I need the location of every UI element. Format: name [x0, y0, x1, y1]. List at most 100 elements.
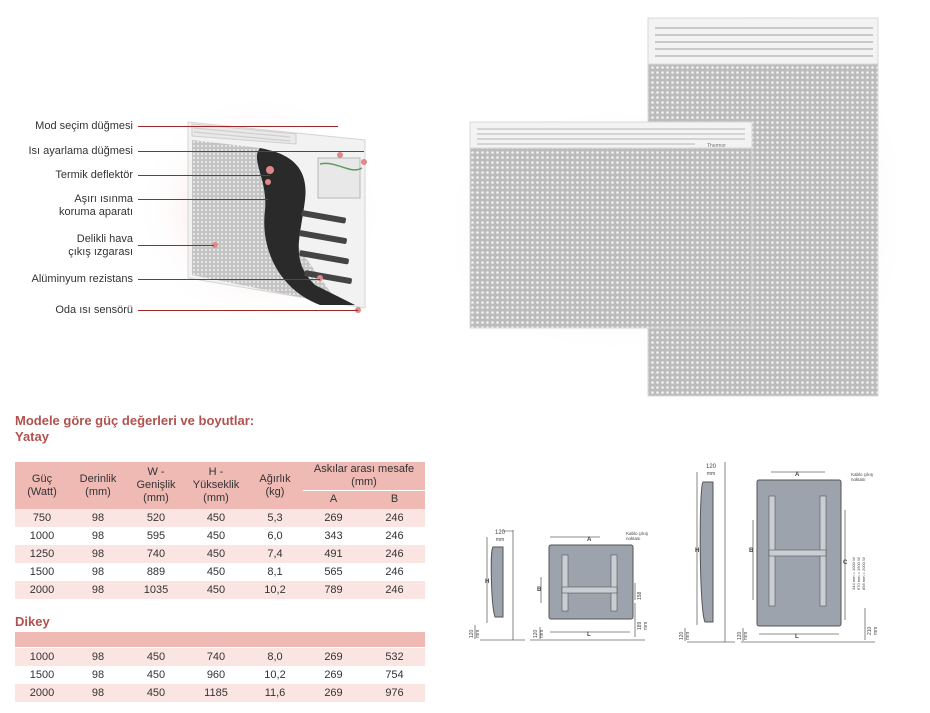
- size-note-1500: 670 mm = 1500 W: [856, 557, 861, 590]
- dim-floor-unit-2: mm: [539, 630, 545, 638]
- size-note-2000: 898 mm = 2000 W: [861, 557, 866, 590]
- col-height: H - Yükseklik (mm): [185, 462, 247, 509]
- dim-l: L: [587, 632, 591, 638]
- col-b: B: [364, 489, 425, 509]
- cell: 98: [69, 527, 127, 545]
- mounting-diagram-vertical: 120 mm H A B C L 120 mm 120 mm 210 mm 44…: [679, 462, 879, 643]
- col-a: A: [303, 489, 364, 509]
- cell: 1000: [15, 648, 69, 666]
- cell: 450: [185, 509, 247, 527]
- dim-floor: 120: [469, 629, 475, 638]
- cell: 98: [69, 563, 127, 581]
- cell: 1035: [127, 581, 185, 599]
- cell: 246: [364, 509, 425, 527]
- heater-cutaway-illustration: [140, 100, 385, 328]
- cell: 754: [364, 666, 425, 684]
- dim-floor-2: 120: [737, 631, 743, 640]
- callout-room-sensor: Oda ısı sensörü: [55, 304, 133, 316]
- col-depth: Derinlik (mm): [69, 462, 127, 509]
- vertical-table-header-bar: [15, 632, 425, 647]
- cell: 450: [185, 581, 247, 599]
- cell: 98: [69, 666, 127, 684]
- product-photo: Thermor: [455, 10, 895, 410]
- section-horizontal: Yatay: [15, 429, 49, 444]
- cell: 1185: [185, 684, 247, 702]
- cell: 8,0: [247, 648, 303, 666]
- dim-depth-unit: mm: [707, 471, 715, 477]
- leader-line: [138, 310, 358, 311]
- callout-air-grille: Delikli hava çıkış ızgarası: [68, 233, 133, 258]
- callout-aluminium-resistance: Alüminyum rezistans: [31, 273, 133, 285]
- cell: 595: [127, 527, 185, 545]
- cell: 246: [364, 563, 425, 581]
- cell: 976: [364, 684, 425, 702]
- cell: 450: [127, 684, 185, 702]
- dim-depth: 120: [706, 464, 717, 470]
- cell: 1500: [15, 563, 69, 581]
- dim-a: A: [795, 472, 800, 478]
- cell: 246: [364, 545, 425, 563]
- dim-c: C: [843, 560, 848, 566]
- cell: 1500: [15, 666, 69, 684]
- dim-gap: 158: [637, 591, 643, 600]
- cell: 491: [303, 545, 364, 563]
- cell: 98: [69, 509, 127, 527]
- cell: 8,1: [247, 563, 303, 581]
- cell: 98: [69, 545, 127, 563]
- cell: 450: [127, 648, 185, 666]
- cell: 98: [69, 684, 127, 702]
- dim-floor-unit-2: mm: [743, 632, 749, 640]
- cell: 520: [127, 509, 185, 527]
- leader-line: [138, 245, 214, 246]
- cell: 11,6: [247, 684, 303, 702]
- cell: 450: [185, 563, 247, 581]
- dim-b: B: [749, 548, 754, 554]
- cell: 2000: [15, 581, 69, 599]
- col-width: W - Genişlik (mm): [127, 462, 185, 509]
- brand-label: Thermor: [707, 143, 726, 149]
- cell: 246: [364, 581, 425, 599]
- dim-floor-unit: mm: [685, 632, 691, 640]
- cell: 1000: [15, 527, 69, 545]
- dim-bottom: 210: [867, 626, 873, 635]
- cell: 532: [364, 648, 425, 666]
- dim-a: A: [587, 537, 592, 543]
- dim-depth: 120: [495, 530, 506, 536]
- dim-floor: 120: [679, 631, 685, 640]
- cell: 269: [303, 684, 364, 702]
- cell: 450: [185, 527, 247, 545]
- cell: 5,3: [247, 509, 303, 527]
- spec-table-horizontal: Güç (Watt) Derinlik (mm) W - Genişlik (m…: [15, 462, 425, 599]
- dim-bottom-unit: mm: [643, 622, 649, 630]
- cell: 6,0: [247, 527, 303, 545]
- dim-l: L: [795, 634, 799, 640]
- cell: 450: [185, 545, 247, 563]
- dim-b: B: [537, 587, 542, 593]
- cell: 1250: [15, 545, 69, 563]
- cell: 740: [185, 648, 247, 666]
- col-power: Güç (Watt): [15, 462, 69, 509]
- size-note-1000: 444 mm = 1000 W: [851, 557, 856, 590]
- cell: 740: [127, 545, 185, 563]
- col-spacing: Askılar arası mesafe (mm): [303, 462, 425, 490]
- cell: 960: [185, 666, 247, 684]
- dim-depth-unit: mm: [496, 537, 504, 543]
- leader-line: [138, 126, 338, 127]
- cell: 98: [69, 581, 127, 599]
- cell: 450: [127, 666, 185, 684]
- dim-floor-2: 120: [533, 629, 539, 638]
- callout-thermal-deflector: Termik deflektör: [55, 169, 133, 181]
- cell: 246: [364, 527, 425, 545]
- cell: 10,2: [247, 581, 303, 599]
- callout-overheat-protection: Aşırı ısınma koruma aparatı: [59, 193, 133, 218]
- dim-floor-unit: mm: [475, 630, 481, 638]
